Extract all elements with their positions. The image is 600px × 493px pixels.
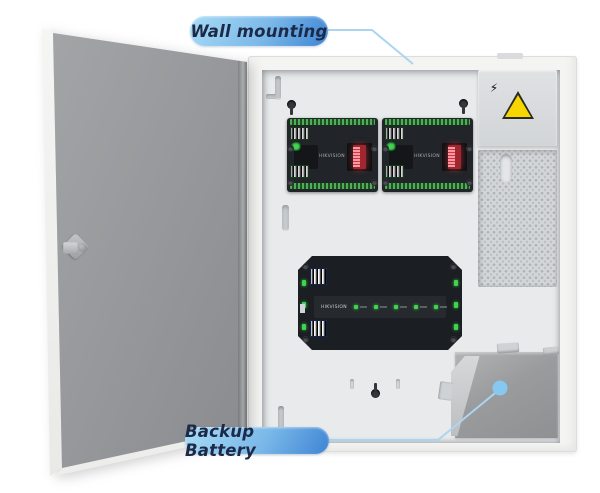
cover-handle-slot: [500, 154, 512, 182]
door-lock: [62, 233, 90, 262]
battery-clip: [542, 346, 560, 356]
dip-switch-panel: [442, 143, 467, 171]
screw: [383, 146, 388, 151]
lock-cam: [78, 243, 87, 252]
ventilation-grille-middle: [282, 204, 462, 232]
led-indicator-panel: [294, 145, 318, 169]
callout-wall-mounting: Wall mounting: [190, 16, 328, 46]
battery-clip: [496, 342, 520, 354]
enclosure-door: [42, 26, 248, 478]
terminal-strip-green: [290, 119, 375, 125]
controller-body: HIKVISION: [298, 256, 462, 350]
keyhole-slot: [290, 107, 293, 115]
screw: [372, 180, 377, 185]
perforated-cover: [478, 150, 557, 287]
terminal-blocks-blue: [310, 320, 450, 337]
callout-wall-mounting-label: Wall mounting: [190, 21, 328, 41]
terminal-strip-blue: [308, 352, 452, 360]
terminal-strip-green: [385, 183, 470, 189]
mounting-keyhole-bottom: [371, 382, 380, 398]
terminal-strip-green: [385, 119, 470, 125]
screw: [467, 146, 472, 151]
mounting-slot-left: [350, 379, 354, 389]
side-led: [302, 324, 306, 330]
screw: [372, 146, 377, 151]
dip-switch-red: [353, 145, 366, 169]
mounting-keyhole-top-right: [459, 99, 468, 115]
status-led: [353, 305, 367, 309]
backup-battery: [437, 342, 560, 438]
door-inner-face: [53, 33, 247, 468]
terminal-strip-green: [290, 183, 375, 189]
dip-switch-panel: [347, 143, 372, 171]
port-sticker: [300, 304, 305, 313]
screw: [383, 180, 388, 185]
terminal-blocks-green: [290, 165, 375, 178]
keyhole-round: [459, 99, 468, 108]
door-hinge-fold: [238, 60, 247, 430]
enclosure-back-panel: HIKVISION HIKVISION: [262, 70, 560, 443]
status-led: [373, 305, 387, 309]
screw: [467, 180, 472, 185]
screw: [303, 264, 308, 269]
battery-clip: [437, 381, 455, 401]
status-led: [393, 305, 407, 309]
terminal-blocks-green: [385, 127, 470, 140]
lock-body: [63, 242, 78, 254]
status-led: [433, 305, 447, 309]
mounting-keyhole-top-left: [287, 100, 296, 116]
ventilation-grille-top: [275, 75, 469, 100]
dip-switch-red: [448, 145, 461, 169]
led-indicator-panel: [389, 145, 413, 169]
enclosure-body: HIKVISION HIKVISION: [248, 53, 577, 452]
mounting-slot-right: [396, 379, 400, 389]
screw: [451, 264, 456, 269]
status-led: [413, 305, 427, 309]
screw: [288, 180, 293, 185]
screw: [288, 146, 293, 151]
keyhole-slot: [374, 383, 377, 391]
keyhole-round: [287, 100, 296, 109]
io-module-right: HIKVISION: [382, 118, 473, 192]
main-controller-board: HIKVISION: [298, 246, 462, 360]
terminal-blocks-green: [290, 127, 375, 140]
ventilation-grille-left: [265, 94, 280, 424]
cable-knockout-tab: [497, 53, 523, 59]
warning-triangle: [505, 95, 531, 117]
battery-bracket-wedge: [451, 356, 480, 436]
side-led: [454, 280, 458, 286]
callout-backup-battery: Backup Battery: [185, 422, 329, 460]
power-supply-cover: ⚡: [478, 70, 557, 146]
controller-status-panel: HIKVISION: [314, 296, 447, 318]
screw: [451, 337, 456, 342]
terminal-blocks-green: [385, 165, 470, 178]
side-led: [454, 302, 458, 308]
ventilation-grille-bottom: [278, 406, 470, 433]
screw: [303, 337, 308, 342]
terminal-strip-blue: [308, 246, 452, 254]
io-module-left: HIKVISION: [287, 118, 378, 192]
brand-label: HIKVISION: [321, 304, 347, 310]
side-led: [454, 324, 458, 330]
terminal-blocks-blue: [310, 268, 450, 285]
brand-label: HIKVISION: [319, 154, 345, 159]
keyhole-slot: [462, 106, 465, 114]
brand-label: HIKVISION: [414, 154, 440, 159]
side-led: [302, 280, 306, 286]
callout-backup-battery-label: Backup Battery: [185, 421, 256, 460]
high-voltage-icon: ⚡: [489, 81, 499, 95]
